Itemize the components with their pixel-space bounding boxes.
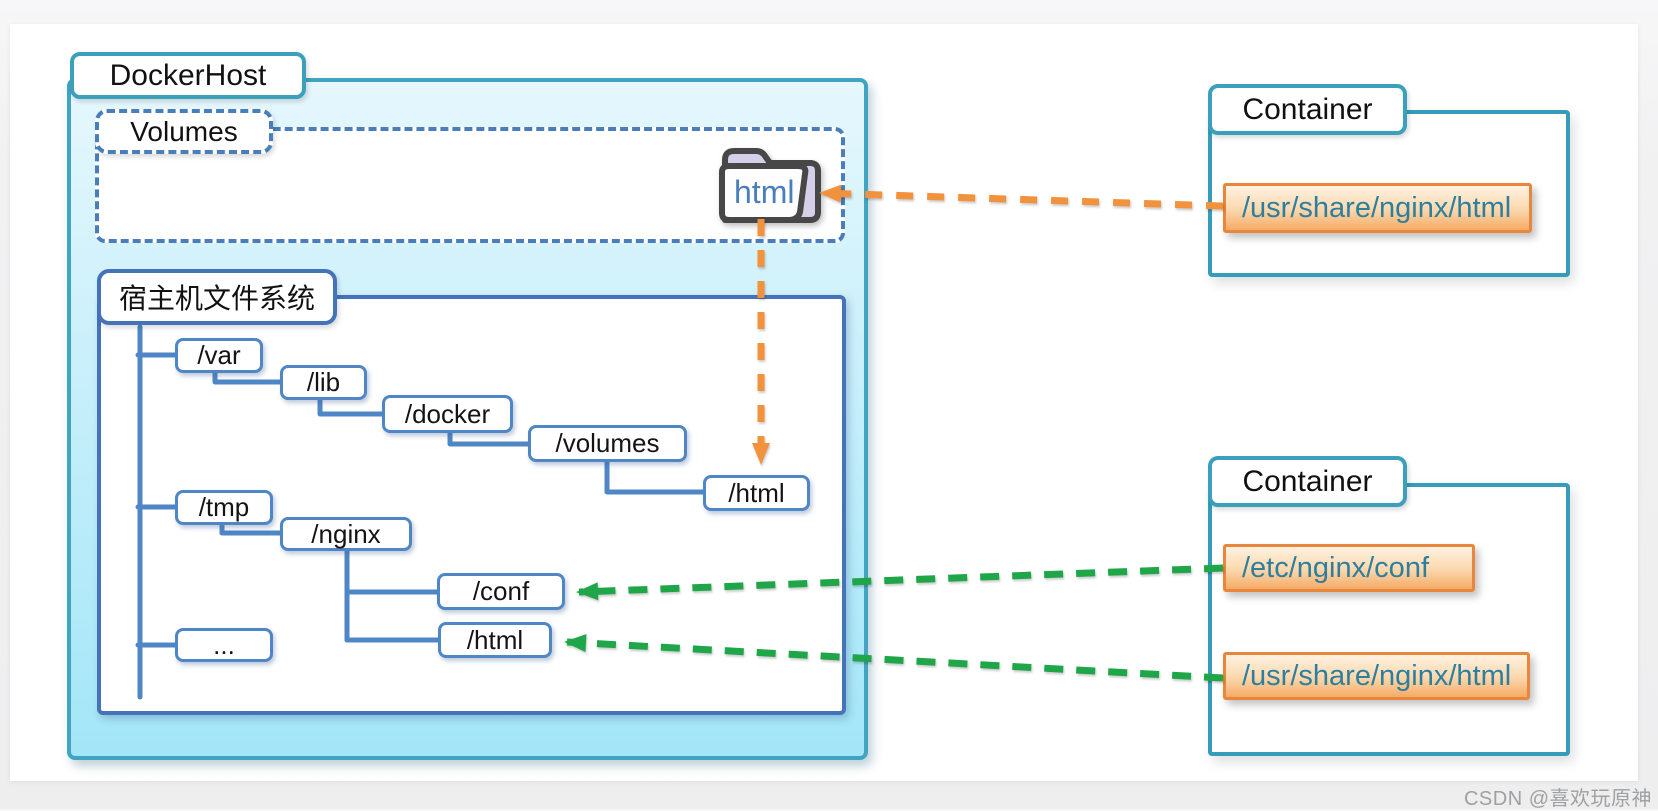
tree-node-volumes: /volumes xyxy=(528,425,687,462)
tree-node-tmp: /tmp xyxy=(175,490,273,525)
folder-front-shape xyxy=(719,163,809,223)
tree-node-var: /var xyxy=(175,338,263,373)
host-filesystem-label: 宿主机文件系统 xyxy=(97,269,337,325)
volumes-label: Volumes xyxy=(95,109,273,154)
container-2-mount-usr-share-nginx-html: /usr/share/nginx/html xyxy=(1223,652,1530,700)
tree-node-more: ... xyxy=(175,628,273,662)
container-2-panel xyxy=(1208,483,1570,756)
tree-node-nginx: /nginx xyxy=(280,517,412,551)
folder-name-text: html xyxy=(734,174,794,210)
tree-node-lib: /lib xyxy=(280,365,367,400)
folder-icon: html xyxy=(719,148,821,223)
container-1-label: Container xyxy=(1208,84,1407,135)
container-1-mount-usr-share-nginx-html: /usr/share/nginx/html xyxy=(1223,183,1532,233)
container-2-label: Container xyxy=(1208,456,1407,507)
tree-node-volume-html: /html xyxy=(703,475,810,511)
html-volume-folder: html xyxy=(714,142,830,231)
tree-node-docker: /docker xyxy=(382,395,513,433)
tree-node-nginx-html: /html xyxy=(438,622,552,658)
tree-node-conf: /conf xyxy=(437,573,565,610)
dockerhost-label: DockerHost xyxy=(70,52,306,99)
container-2-mount-etc-nginx-conf: /etc/nginx/conf xyxy=(1223,544,1475,592)
csdn-watermark: CSDN @喜欢玩原神 xyxy=(1463,788,1652,810)
